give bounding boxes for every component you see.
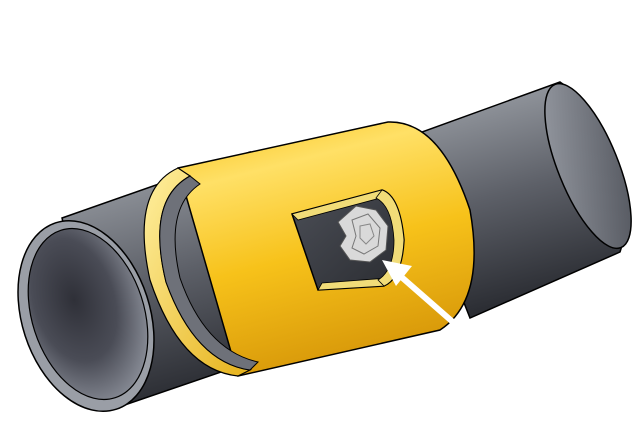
pointer-arrow <box>382 260 465 333</box>
defect <box>337 205 389 263</box>
pipe-bore <box>27 227 149 401</box>
pipe-left-open-end <box>17 219 155 413</box>
pipe-right-end-cap <box>544 82 632 250</box>
